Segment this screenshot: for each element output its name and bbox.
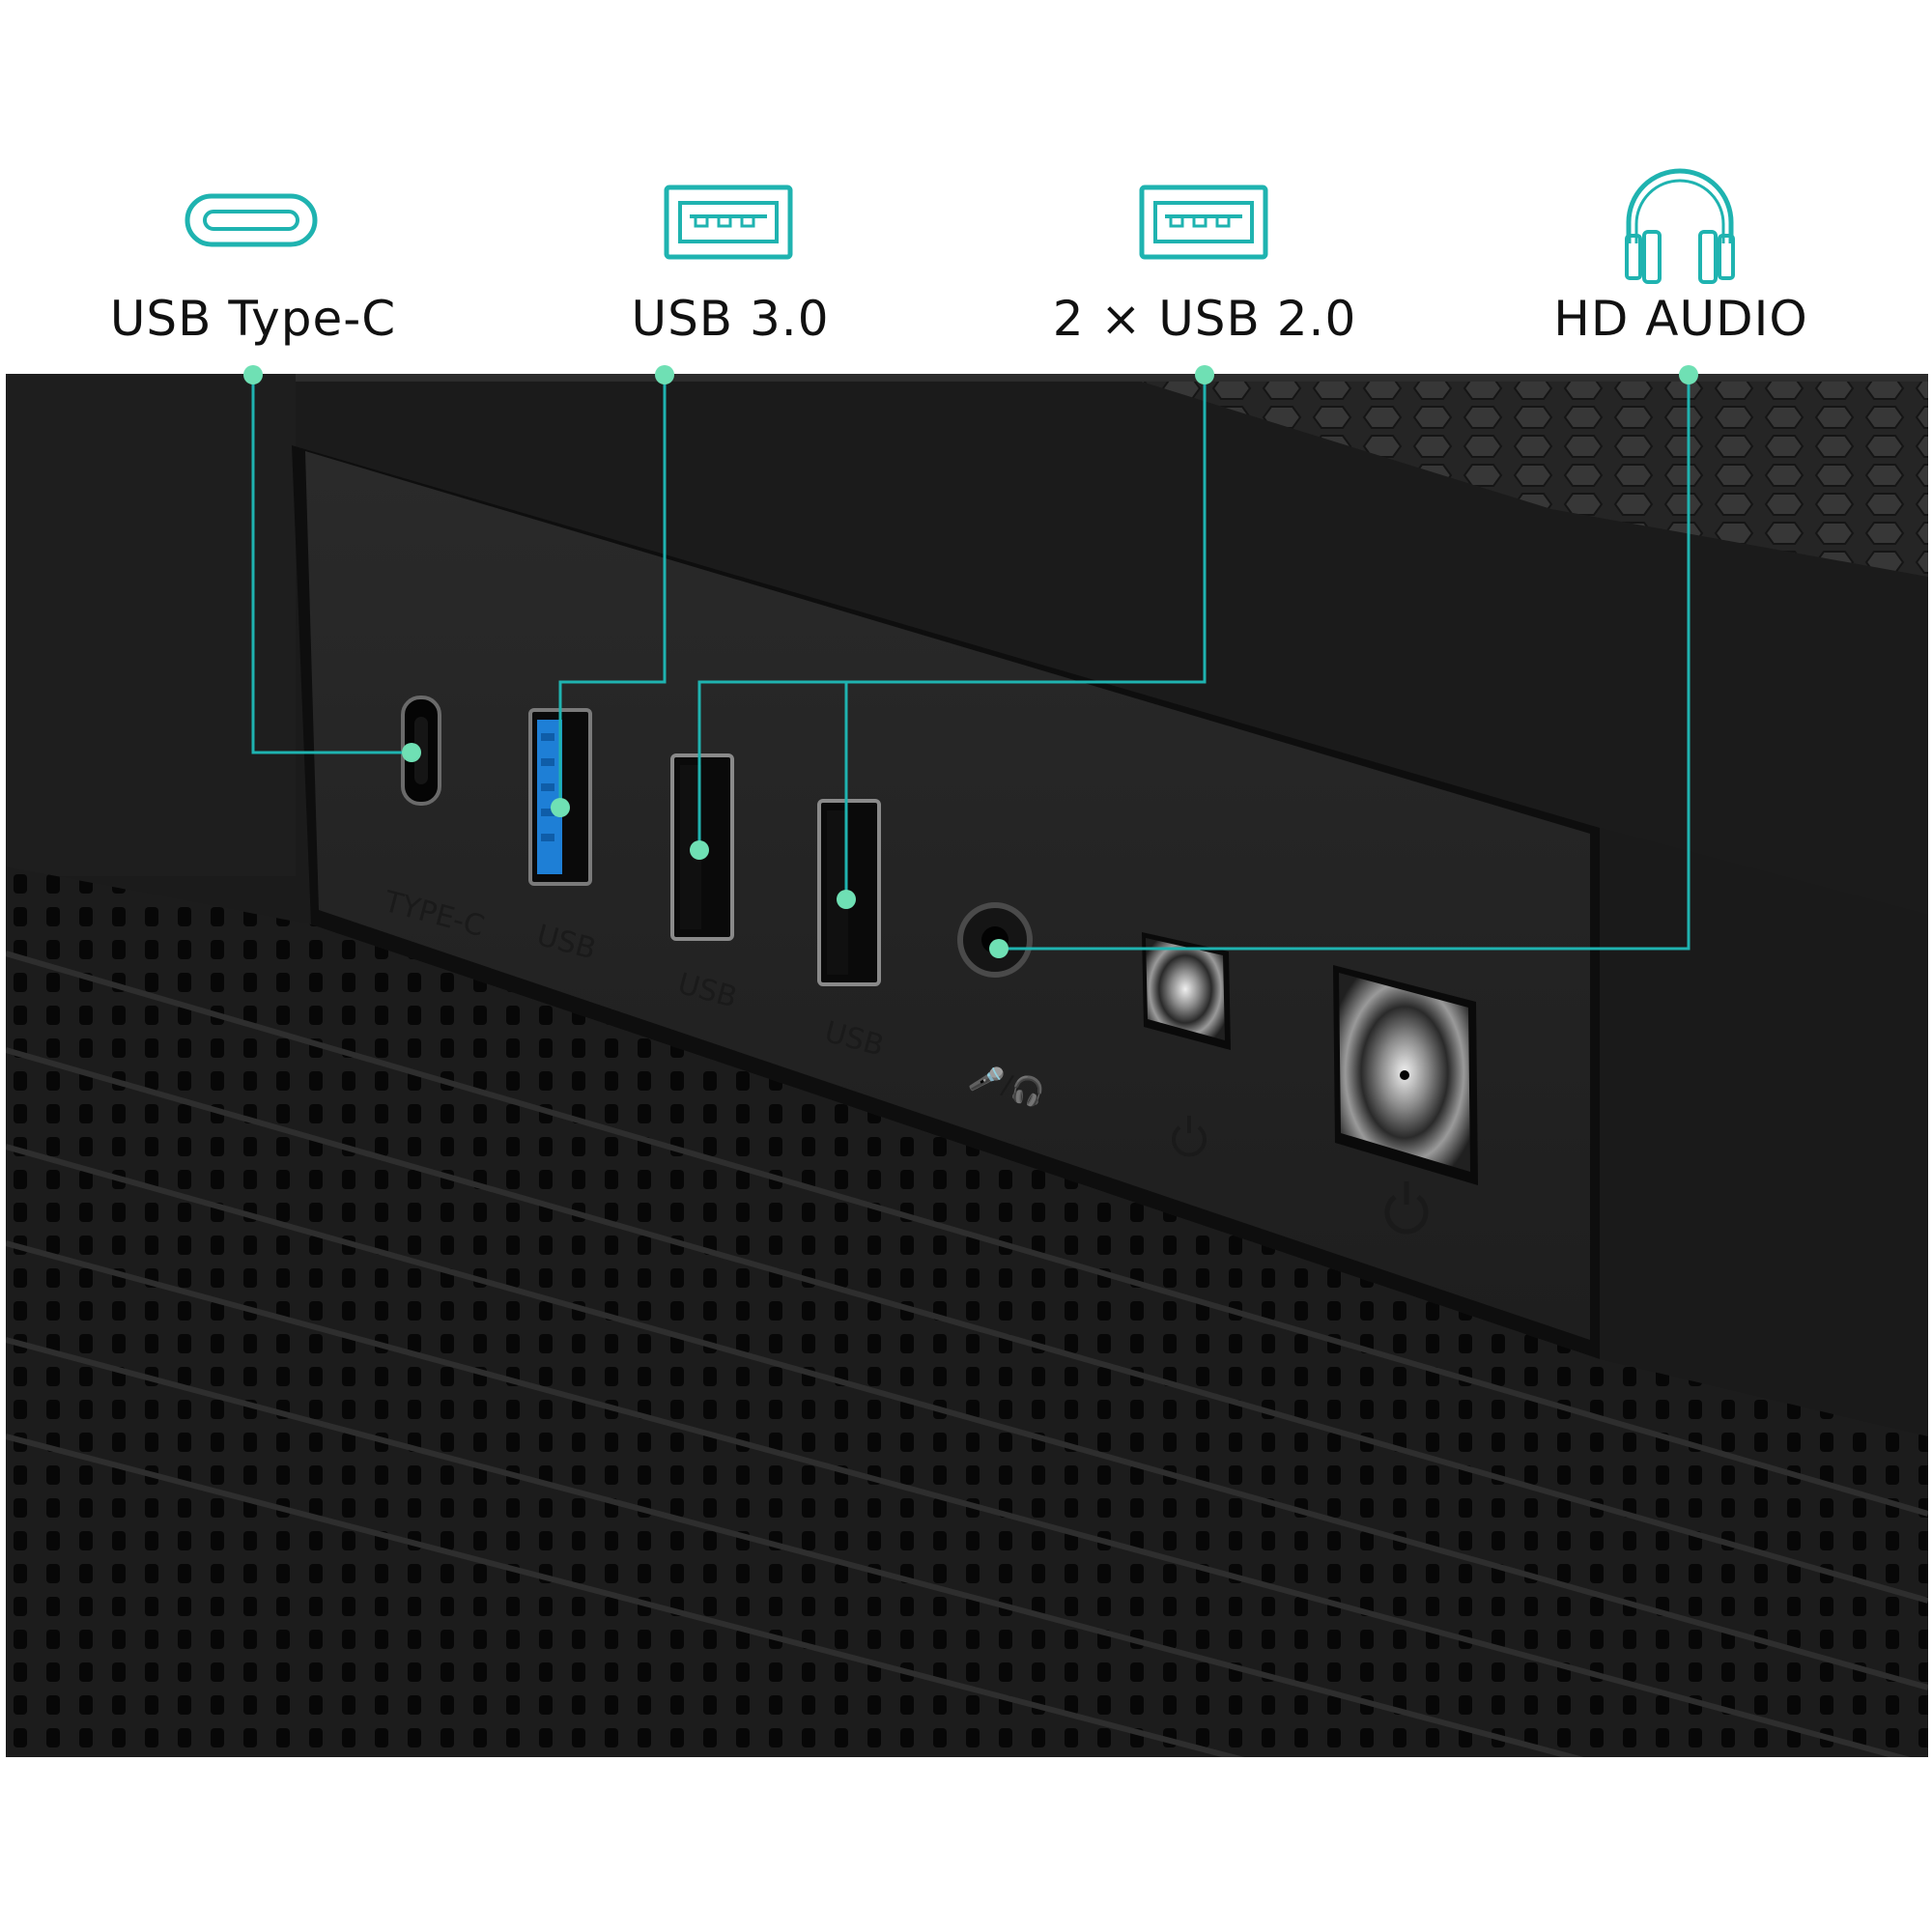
usb-type-c-port-icon <box>184 188 319 260</box>
callout-dot-audio-top <box>1679 365 1698 384</box>
power-symbol-small-icon <box>1172 1116 1207 1157</box>
usb-a-port-icon-2 <box>1138 184 1273 265</box>
feature-label-usb-2: 2 × USB 2.0 <box>1052 291 1357 347</box>
callout-dot-usb3-top <box>655 365 674 384</box>
case-front-panel-photo: TYPE-C USB USB USB 🎤/🎧 <box>6 374 1928 1757</box>
callout-dot-usb2-port-2 <box>837 890 856 909</box>
callout-dot-usb2-port-1 <box>690 840 709 860</box>
callout-dot-typec-top <box>243 365 263 384</box>
callout-dot-usb2-top <box>1195 365 1214 384</box>
feature-label-usb-3: USB 3.0 <box>631 291 830 347</box>
feature-label-usb-type-c: USB Type-C <box>109 291 397 347</box>
callout-dot-audio-port <box>989 939 1009 958</box>
headphones-icon <box>1619 166 1741 292</box>
usb-a-port-icon <box>663 184 798 265</box>
callout-dot-typec-port <box>402 743 421 762</box>
feature-label-hd-audio: HD AUDIO <box>1553 291 1808 347</box>
callout-dot-usb3-port <box>551 798 570 817</box>
power-symbol-large-icon <box>1384 1181 1429 1235</box>
